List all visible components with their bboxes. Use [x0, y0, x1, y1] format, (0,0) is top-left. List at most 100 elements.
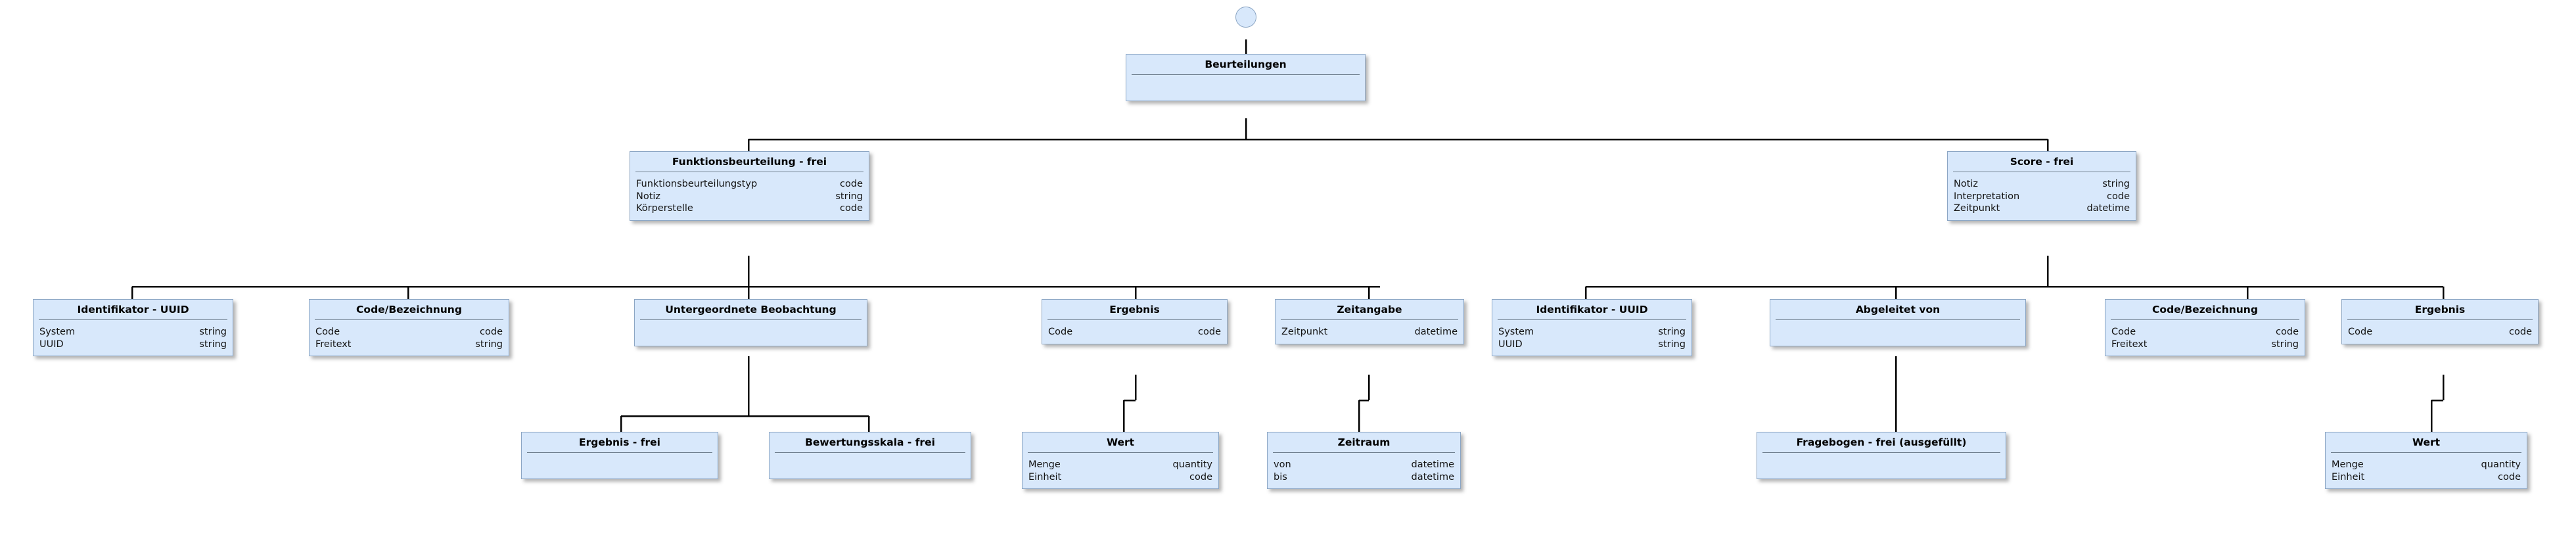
class-node-attributes	[770, 453, 971, 478]
attribute-name: Einheit	[1028, 471, 1062, 482]
class-node-divider	[640, 319, 862, 321]
attribute-type: string	[199, 327, 227, 338]
attribute-name: Code	[1048, 327, 1073, 338]
attribute-type: string	[2271, 338, 2299, 350]
class-node-abgeleitet-von[interactable]: Abgeleitet von	[1770, 299, 2026, 347]
attribute-type: code	[840, 203, 863, 214]
class-node-title: Abgeleitet von	[1855, 304, 1941, 315]
class-node-divider	[2111, 319, 2299, 321]
attribute-row: Einheit code	[1028, 471, 1212, 484]
attribute-row: Funktionsbeurteilungstyp code	[636, 178, 863, 191]
attribute-name: Zeitpunkt	[1954, 203, 2000, 214]
class-node-divider	[1498, 319, 1686, 321]
attribute-name: Funktionsbeurteilungstyp	[636, 179, 758, 190]
attribute-type: code	[1198, 327, 1221, 338]
attribute-type: datetime	[1414, 327, 1458, 338]
attribute-type: code	[2509, 327, 2532, 338]
attribute-type: string	[1658, 327, 1686, 338]
class-node-divider	[1028, 452, 1213, 454]
attribute-type: code	[2276, 327, 2299, 338]
attribute-name: UUID	[1498, 338, 1523, 350]
class-node-title: Wert	[2412, 436, 2441, 448]
class-node-divider	[1273, 452, 1455, 454]
attribute-row: Notiz string	[636, 191, 863, 203]
attribute-name: Notiz	[636, 191, 661, 202]
class-node-title: Zeitangabe	[1337, 304, 1402, 315]
attribute-name: von	[1274, 459, 1291, 471]
class-node-attributes	[1770, 320, 2025, 346]
class-node-divider	[1047, 319, 1222, 321]
attribute-type: datetime	[1411, 471, 1454, 482]
class-node-title: Beurteilungen	[1205, 58, 1287, 70]
class-node-bewertungsskala-frei[interactable]: Bewertungsskala - frei	[769, 432, 971, 480]
class-node-title: Score - frei	[2010, 156, 2074, 168]
class-node-title: Code/Bezeichnung	[2152, 304, 2258, 315]
class-node-divider	[1762, 452, 2000, 454]
class-node-title: Fragebogen - frei (ausgefüllt)	[1796, 436, 1967, 448]
class-node-attributes	[522, 453, 718, 478]
class-node-attributes	[1757, 453, 2006, 478]
start-node[interactable]	[1235, 7, 1256, 28]
attribute-name: bis	[1274, 471, 1287, 482]
attribute-type: code	[2107, 191, 2130, 202]
class-node-attributes: Code code	[1042, 320, 1227, 344]
class-node-beurteilungen[interactable]: Beurteilungen	[1126, 54, 1366, 102]
attribute-type: code	[1189, 471, 1212, 482]
class-node-divider	[1132, 74, 1360, 76]
attribute-type: string	[475, 338, 503, 350]
class-node-untergeordnete-beobachtung[interactable]: Untergeordnete Beobachtung	[634, 299, 867, 347]
attribute-row: bis datetime	[1274, 471, 1454, 484]
class-node-title: Untergeordnete Beobachtung	[665, 304, 837, 315]
attribute-row: Interpretation code	[1954, 191, 2130, 203]
attribute-name: Code	[315, 327, 340, 338]
attribute-type: code	[480, 327, 503, 338]
class-node-attributes	[1126, 75, 1365, 101]
class-node-title: Zeitraum	[1337, 436, 1391, 448]
attribute-type: datetime	[2086, 203, 2130, 214]
class-node-attributes	[635, 320, 867, 346]
attribute-name: Notiz	[1954, 179, 1979, 190]
attribute-type: string	[835, 191, 863, 202]
attribute-name: Interpretation	[1954, 191, 2020, 202]
class-node-fragebogen-frei-ausgefuellt[interactable]: Fragebogen - frei (ausgefüllt)	[1757, 432, 2006, 480]
attribute-name: Freitext	[315, 338, 352, 350]
attribute-name: UUID	[39, 338, 64, 350]
attribute-type: code	[840, 179, 863, 190]
class-node-divider	[2347, 319, 2533, 321]
class-node-ergebnis-frei[interactable]: Ergebnis - frei	[521, 432, 718, 480]
class-node-title: Bewertungsskala - frei	[805, 436, 935, 448]
class-node-title: Funktionsbeurteilung - frei	[672, 156, 827, 168]
class-node-title: Code/Bezeichnung	[356, 304, 462, 315]
class-node-title: Identifikator - UUID	[1536, 304, 1648, 315]
